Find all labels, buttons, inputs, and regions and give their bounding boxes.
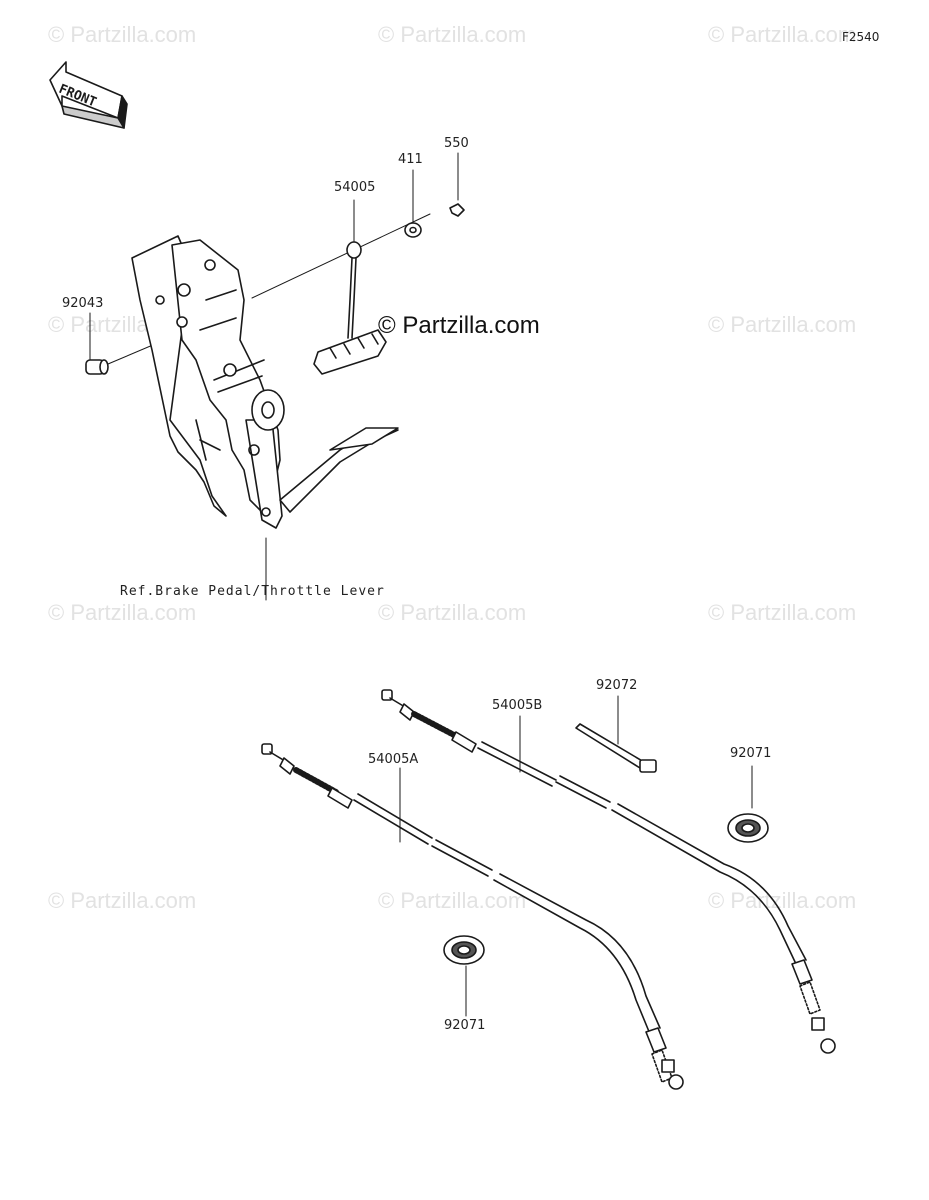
washer-411 [405, 223, 421, 237]
watermark: © Partzilla.com [48, 888, 197, 913]
part-label-92071-left[interactable]: 92071 [444, 1018, 486, 1033]
part-label-54005[interactable]: 54005 [334, 180, 376, 195]
pin-92043 [86, 360, 108, 374]
part-label-550[interactable]: 550 [444, 136, 469, 151]
diagram-code: F2540 [842, 30, 880, 44]
part-label-54005B[interactable]: 54005B [492, 698, 543, 713]
part-label-54005A[interactable]: 54005A [368, 752, 419, 767]
watermark: © Partzilla.com [48, 22, 197, 47]
part-label-92072[interactable]: 92072 [596, 678, 638, 693]
pedal-assembly [132, 236, 398, 528]
watermark: © Partzilla.com [708, 600, 857, 625]
reference-label: Ref.Brake Pedal/Throttle Lever [120, 584, 385, 599]
rod-54005 [314, 242, 386, 374]
part-label-411[interactable]: 411 [398, 152, 423, 167]
watermark: © Partzilla.com [378, 600, 527, 625]
watermark: © Partzilla.com [708, 888, 857, 913]
grommet-92071-left [444, 936, 484, 964]
cable-tie-92072 [576, 724, 656, 772]
cable-54005A [262, 744, 683, 1089]
clip-550 [450, 204, 464, 216]
center-watermark: © Partzilla.com [378, 312, 540, 339]
grommet-92071-right [728, 814, 768, 842]
watermark: © Partzilla.com [378, 888, 527, 913]
leader-lines-lower [400, 696, 752, 1016]
watermark: © Partzilla.com [708, 312, 857, 337]
front-arrow-icon [50, 62, 127, 128]
watermark: © Partzilla.com [378, 22, 527, 47]
cable-54005B [382, 690, 835, 1053]
part-label-92043[interactable]: 92043 [62, 296, 104, 311]
part-label-92071-right[interactable]: 92071 [730, 746, 772, 761]
leader-lines-upper [90, 153, 458, 600]
watermark: © Partzilla.com [48, 600, 197, 625]
watermark: © Partzilla.com [708, 22, 857, 47]
